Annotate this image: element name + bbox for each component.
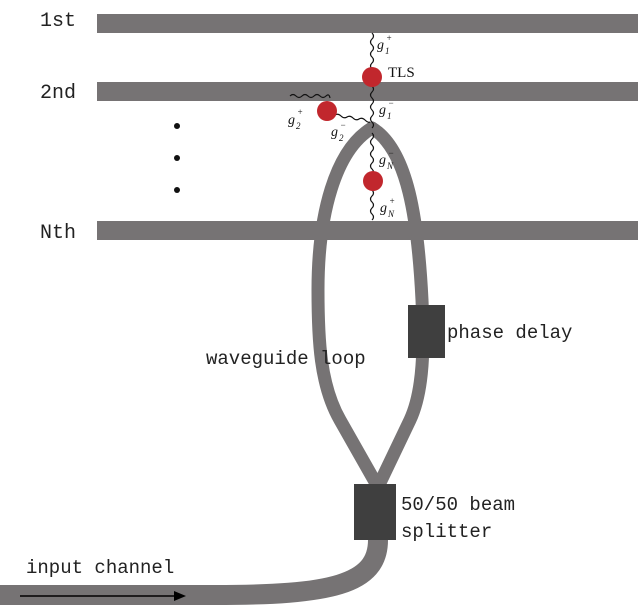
waveguide-nth-overlay bbox=[97, 221, 638, 240]
input-channel-guide bbox=[0, 539, 388, 605]
g1-minus-sup: − bbox=[388, 98, 394, 108]
input-arrow-head bbox=[174, 591, 186, 601]
coupling-g1-minus bbox=[369, 85, 375, 129]
coupling-g2-plus bbox=[289, 93, 331, 99]
g2-plus-label: g 2 + bbox=[288, 107, 303, 131]
ellipsis-dot bbox=[174, 187, 180, 193]
ellipsis-dot bbox=[174, 123, 180, 129]
coupling-lines bbox=[289, 32, 375, 221]
waveguide-2nd bbox=[97, 82, 638, 101]
gN-plus-sub: N bbox=[387, 209, 395, 219]
g1-plus-label: g 1 + bbox=[377, 33, 392, 56]
g1-minus-sub: 1 bbox=[387, 111, 392, 121]
tls-atom-1 bbox=[362, 67, 382, 87]
tls-label: TLS bbox=[388, 65, 415, 81]
row-label-1st: 1st bbox=[40, 10, 76, 33]
g1-plus-base: g bbox=[377, 38, 384, 53]
coupling-g1-plus bbox=[369, 32, 375, 70]
ellipsis-dot bbox=[174, 155, 180, 161]
row-label-nth: Nth bbox=[40, 222, 76, 245]
g1-plus-sub: 1 bbox=[385, 46, 390, 56]
g1-plus-sup: + bbox=[386, 33, 392, 43]
beam-splitter-label-line1: 50/50 beam bbox=[401, 494, 515, 516]
tls-atom-2 bbox=[317, 101, 337, 121]
gN-minus-label: g N − bbox=[379, 148, 394, 171]
coupling-gN-plus bbox=[369, 189, 375, 221]
beam-splitter-block bbox=[354, 484, 396, 540]
row-label-2nd: 2nd bbox=[40, 82, 76, 105]
coupling-gN-minus bbox=[369, 132, 375, 176]
g1-minus-base: g bbox=[379, 103, 386, 118]
input-channel-label: input channel bbox=[26, 557, 174, 579]
g2-minus-label: g 2 − bbox=[331, 120, 346, 143]
g2-minus-base: g bbox=[331, 125, 338, 140]
gN-plus-label: g N + bbox=[380, 196, 395, 219]
g2-minus-sup: − bbox=[340, 120, 346, 130]
tls-atom-n bbox=[363, 171, 383, 191]
phase-delay-block bbox=[408, 305, 445, 358]
g2-plus-sup: + bbox=[297, 107, 303, 117]
waveguide-1st bbox=[97, 14, 638, 33]
g2-plus-sub: 2 bbox=[296, 121, 301, 131]
gN-plus-sup: + bbox=[389, 196, 395, 206]
beam-splitter-label-line2: splitter bbox=[401, 521, 492, 543]
phase-delay-label: phase delay bbox=[447, 322, 572, 344]
gN-minus-sub: N bbox=[386, 161, 394, 171]
gN-minus-sup: − bbox=[388, 148, 394, 158]
g2-plus-base: g bbox=[288, 113, 295, 128]
waveguide-loop-label: waveguide loop bbox=[206, 348, 366, 370]
waveguide-loop bbox=[311, 121, 430, 494]
coupling-g2-minus bbox=[334, 113, 371, 123]
g1-minus-label: g 1 − bbox=[379, 98, 394, 121]
gN-plus-base: g bbox=[380, 201, 387, 216]
gN-minus-base: g bbox=[379, 153, 386, 168]
g2-minus-sub: 2 bbox=[339, 133, 344, 143]
